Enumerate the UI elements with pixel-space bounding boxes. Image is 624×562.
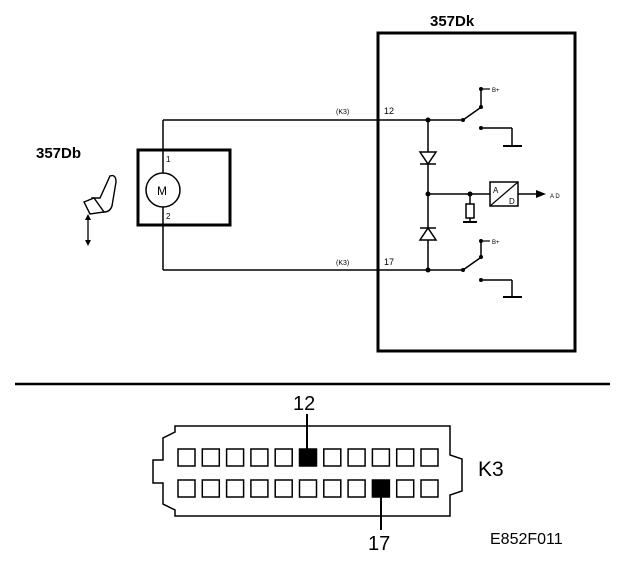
connector-k3: K3 12 17 [152,393,504,555]
diode-bottom [418,226,438,241]
svg-text:M: M [157,184,167,198]
wire-bottom-connector-label: (K3) [336,260,349,267]
svg-text:A: A [493,186,499,195]
connector-pin [225,479,245,498]
connector-pin [177,479,196,498]
connector-pin [323,479,342,498]
connector-pin [395,448,415,467]
motor-unit-label: 357Db [36,145,81,162]
connector-pin-highlighted [298,448,318,467]
supply-top-label: B+ [492,88,500,94]
switch-top: B+ [428,87,522,147]
harness-wires: (K3) (K3) [162,109,428,271]
motor-pin-2-label: 2 [166,212,171,221]
connector-pin [395,479,415,498]
wire-top-connector-label: (K3) [336,109,349,116]
connector-pin-highlighted [371,479,391,498]
motor-pin-1-label: 1 [166,155,171,164]
switch-bottom: B+ [428,239,522,298]
ecu-label: 357Dk [430,13,475,30]
connector-pin-grid [177,448,439,498]
seat-icon [83,174,117,246]
connector-pin [323,448,342,467]
ecu-pin-17-label: 17 [384,257,394,267]
figure-code: E852F011 [490,531,563,548]
connector-pin [177,448,196,467]
connector-pin [274,479,293,498]
motor-unit-357db: 357Db M 1 2 [36,145,232,227]
connector-pin [274,448,293,467]
ecu-357dk: 357Dk 12 17 A D A D [376,13,577,353]
output-label: A D [550,194,560,200]
ad-converter: A D [489,181,519,207]
pin-17-callout: 17 [368,533,390,555]
connector-label: K3 [478,458,504,481]
connector-pin [225,448,245,467]
connector-pin [201,479,221,498]
connector-pin [250,448,269,467]
connector-pin [347,448,366,467]
supply-bottom-label: B+ [492,240,500,246]
svg-text:D: D [509,197,515,206]
pin-12-callout: 12 [293,393,315,415]
connector-pin [347,479,366,498]
ecu-pin-12-label: 12 [384,106,394,116]
connector-pin [201,448,221,467]
connector-pin [298,479,318,498]
connector-pin [420,448,439,467]
pulldown-resistor [465,203,475,219]
connector-pin [371,448,391,467]
diode-top [418,151,438,166]
output-arrow [536,190,546,198]
connector-pin [250,479,269,498]
connector-pin [420,479,439,498]
